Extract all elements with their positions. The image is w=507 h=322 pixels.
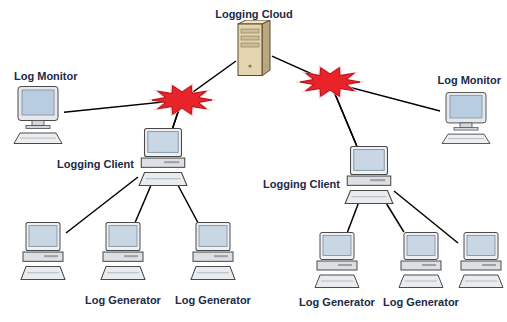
pc-icon (344, 146, 394, 204)
label-holder: Logging Client (57, 154, 134, 172)
label-holder: Log Generator (85, 290, 161, 308)
client-node: Logging Client (344, 146, 394, 204)
generator-node: Log Generator (190, 222, 236, 280)
network-link (272, 56, 357, 146)
node-label: Log Monitor (14, 70, 78, 82)
label-holder: Log Generator (175, 290, 251, 308)
monitor-node: Log Monitor (440, 92, 492, 144)
generator-node: Log Generator (100, 222, 146, 280)
label-holder: Log Generator (299, 292, 375, 310)
network-link (178, 186, 197, 222)
label-holder: Log Monitor (14, 66, 78, 84)
pc-icon (190, 222, 236, 280)
node-label: Log Generator (299, 296, 375, 308)
server-node: Logging Cloud (236, 20, 272, 76)
computer-icon (459, 233, 503, 288)
pc-icon (138, 128, 188, 186)
network-link (330, 82, 440, 146)
label-holder: Log Generator (383, 292, 459, 310)
node-label: Logging Cloud (215, 8, 293, 20)
monitor-node: Log Monitor (12, 86, 64, 144)
node-label: Log Generator (175, 294, 251, 306)
client-node: Logging Client (138, 128, 188, 186)
pc-icon (100, 222, 146, 280)
monitor-icon (12, 86, 64, 144)
network-link (348, 204, 359, 232)
network-burst (147, 83, 218, 117)
network-burst (295, 65, 366, 99)
node-label: Logging Client (57, 158, 134, 170)
label-holder: Logging Client (263, 174, 340, 192)
label-holder: Log Monitor (437, 70, 501, 88)
node-label: Log Monitor (437, 74, 501, 86)
generator-node: Log Generator (314, 232, 360, 288)
label-holder: Logging Cloud (215, 4, 293, 22)
node-label: Log Generator (383, 296, 459, 308)
node-label: Log Generator (85, 294, 161, 306)
generator-node: Log Generator (398, 232, 444, 288)
computer-icon (21, 223, 65, 280)
network-link (135, 186, 150, 222)
server-icon (236, 20, 272, 76)
pc-icon (314, 232, 360, 288)
monitor-icon (440, 92, 492, 144)
pc-icon (398, 232, 444, 288)
network-link (387, 204, 404, 232)
node-label: Logging Client (263, 178, 340, 190)
